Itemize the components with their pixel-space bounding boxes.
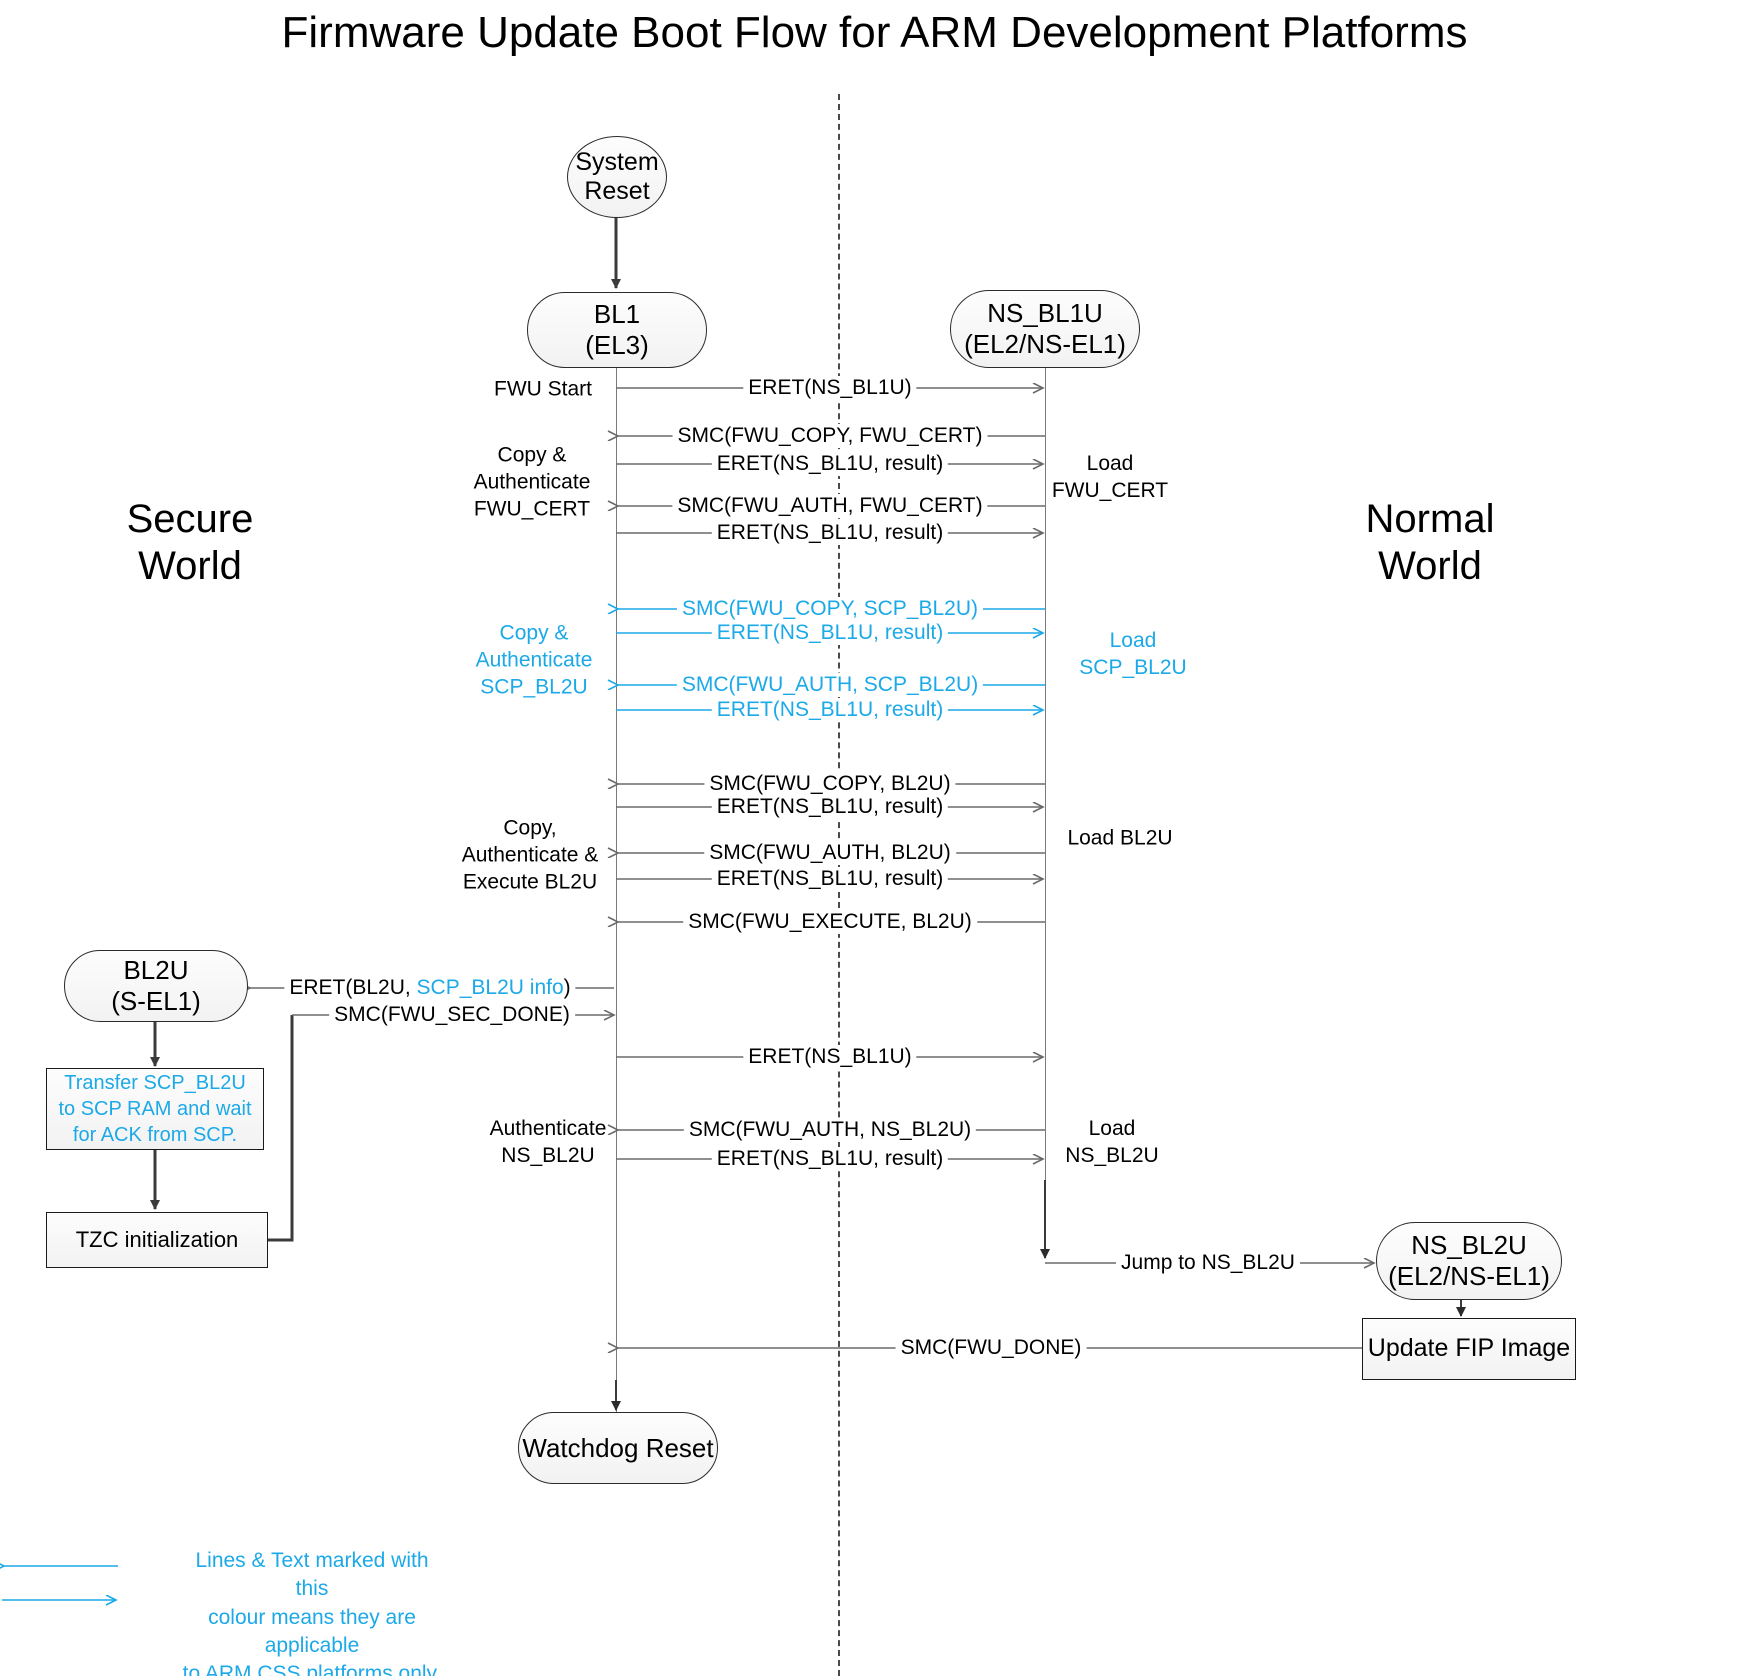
message-label-smc-fwu-copy-bl2u: SMC(FWU_COPY, BL2U) <box>704 772 956 796</box>
message-label-eret-result-3: ERET(NS_BL1U, result) <box>711 621 949 645</box>
side-label-fwu-start: FWU Start <box>494 377 592 401</box>
eret-bl2u-cyan-part: SCP_BL2U info <box>416 976 564 999</box>
message-label-smc-fwu-auth-scp: SMC(FWU_AUTH, SCP_BL2U) <box>676 673 984 697</box>
message-label-smc-fwu-auth-bl2u: SMC(FWU_AUTH, BL2U) <box>704 841 956 865</box>
message-label-eret-result-5: ERET(NS_BL1U, result) <box>711 795 949 819</box>
eret-bl2u-suffix: ) <box>563 976 571 999</box>
side-label-load-bl2u: Load BL2U <box>1067 826 1173 850</box>
message-label-smc-fwu-done: SMC(FWU_DONE) <box>895 1336 1087 1360</box>
message-label-eret-ns-bl1u-2: ERET(NS_BL1U) <box>743 1045 917 1069</box>
message-label-eret-result-4: ERET(NS_BL1U, result) <box>711 698 949 722</box>
side-label-copy-auth-exec-bl2u: Copy, Authenticate & Execute BL2U <box>461 816 599 894</box>
node-ns-bl2u[interactable]: NS_BL2U (EL2/NS-EL1) <box>1376 1222 1562 1300</box>
message-label-eret-bl2u-scp-info: ERET(BL2U, SCP_BL2U info) <box>284 976 576 1000</box>
side-label-load-scp-bl2u: Load SCP_BL2U <box>1079 629 1187 679</box>
side-label-authenticate-ns-bl2u: Authenticate NS_BL2U <box>489 1117 607 1167</box>
message-label-smc-fwu-auth-ns-bl2u: SMC(FWU_AUTH, NS_BL2U) <box>683 1118 977 1142</box>
message-label-smc-fwu-auth-cert: SMC(FWU_AUTH, FWU_CERT) <box>672 494 988 518</box>
message-label-jump-to-ns-bl2u: Jump to NS_BL2U <box>1116 1251 1300 1275</box>
side-label-load-ns-bl2u: Load NS_BL2U <box>1065 1117 1159 1167</box>
message-label-eret-result-2: ERET(NS_BL1U, result) <box>711 521 949 545</box>
lifeline-ns-bl1u <box>1045 367 1046 1247</box>
secure-world-label: Secure World <box>126 497 254 589</box>
message-label-smc-fwu-copy-scp: SMC(FWU_COPY, SCP_BL2U) <box>676 597 984 621</box>
message-label-smc-fwu-execute-bl2u: SMC(FWU_EXECUTE, BL2U) <box>683 910 977 934</box>
message-label-eret-result-1: ERET(NS_BL1U, result) <box>711 452 949 476</box>
message-label-eret-ns-bl1u-1: ERET(NS_BL1U) <box>743 376 917 400</box>
page-title: Firmware Update Boot Flow for ARM Develo… <box>281 8 1468 57</box>
box-tzc-initialization[interactable]: TZC initialization <box>46 1212 268 1268</box>
node-system-reset[interactable]: System Reset <box>567 136 667 218</box>
eret-bl2u-prefix: ERET(BL2U, <box>289 976 417 999</box>
box-transfer-scp-bl2u[interactable]: Transfer SCP_BL2U to SCP RAM and wait fo… <box>46 1068 264 1150</box>
side-label-copy-auth-scp: Copy & Authenticate SCP_BL2U <box>475 621 593 699</box>
side-label-load-fwu-cert: Load FWU_CERT <box>1051 452 1169 502</box>
node-ns-bl1u[interactable]: NS_BL1U (EL2/NS-EL1) <box>950 290 1140 368</box>
side-label-copy-auth-cert: Copy & Authenticate FWU_CERT <box>473 443 591 521</box>
node-bl1[interactable]: BL1 (EL3) <box>527 292 707 368</box>
box-update-fip-image[interactable]: Update FIP Image <box>1362 1318 1576 1380</box>
normal-world-label: Normal World <box>1365 497 1495 589</box>
lifeline-bl1 <box>616 367 617 1416</box>
message-label-smc-fwu-copy-cert: SMC(FWU_COPY, FWU_CERT) <box>672 424 988 448</box>
message-label-eret-result-7: ERET(NS_BL1U, result) <box>711 1147 949 1171</box>
node-watchdog-reset[interactable]: Watchdog Reset <box>518 1412 718 1484</box>
message-label-smc-fwu-sec-done: SMC(FWU_SEC_DONE) <box>329 1003 575 1027</box>
node-bl2u[interactable]: BL2U (S-EL1) <box>64 950 248 1022</box>
message-label-eret-result-6: ERET(NS_BL1U, result) <box>711 867 949 891</box>
legend-caption: Lines & Text marked with this colour mea… <box>182 1549 442 1676</box>
